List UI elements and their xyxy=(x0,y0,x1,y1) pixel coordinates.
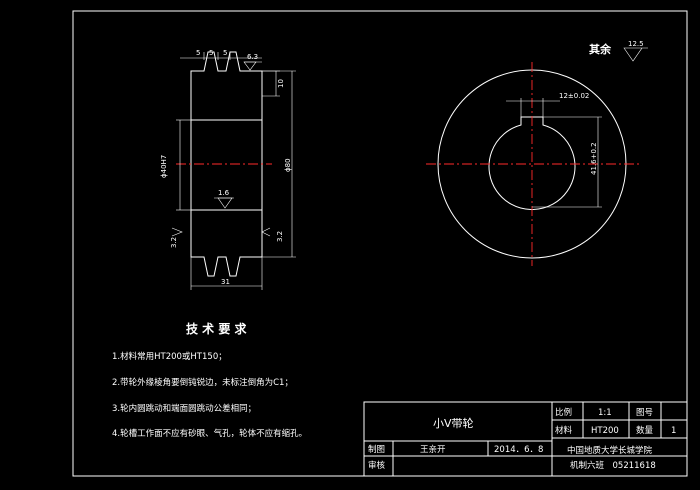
tech-req-heading: 技 术 要 求 xyxy=(186,321,248,336)
bottom-rim-section xyxy=(190,209,263,277)
dim-keyway-width: 12±0.02 xyxy=(559,92,589,100)
tb-quantity-value: 1 xyxy=(671,426,676,436)
tb-school-line-2: 机制六班 05211618 xyxy=(570,460,656,471)
section-view: 5 5 5 6.3 10 ϕ80 ϕ40H7 1.6 3.2 3.2 xyxy=(160,49,296,290)
tb-checked-label: 审核 xyxy=(368,460,386,471)
bore-with-keyway xyxy=(488,116,576,211)
tech-req-item-2: 2.带轮外缘棱角要倒钝锐边，未标注倒角为C1； xyxy=(112,377,293,388)
tb-material-value: HT200 xyxy=(591,426,619,436)
left-roughness-value: 3.2 xyxy=(170,237,178,248)
tb-quantity-label: 数量 xyxy=(636,425,654,436)
tb-drawn-label: 制图 xyxy=(368,444,385,455)
tb-school-line-1: 中国地质大学长城学院 xyxy=(567,445,653,456)
tb-date: 2014．6．8 xyxy=(494,445,543,455)
roughness-note-symbol xyxy=(623,47,648,62)
dim-bore-diameter: ϕ40H7 xyxy=(160,155,168,178)
hub-roughness-value: 1.6 xyxy=(218,189,230,197)
dim-groove-pitch-2: 5 xyxy=(209,49,213,57)
title-block: 小V带轮 比例 1:1 图号 材料 HT200 数量 1 制图 王亲开 2014… xyxy=(363,401,688,477)
dim-groove-depth: 10 xyxy=(277,79,285,88)
dim-keyway-depth: 41.6+0.2 xyxy=(590,142,598,175)
tb-scale-value: 1:1 xyxy=(598,408,612,418)
tech-req-item-4: 4.轮槽工作面不应有砂眼、气孔，轮体不应有缩孔。 xyxy=(112,428,307,439)
end-view: 12±0.02 41.6+0.2 xyxy=(426,62,640,266)
roughness-note-value: 12.5 xyxy=(628,40,644,48)
tb-material-label: 材料 xyxy=(555,425,573,436)
groove-roughness-symbol-value: 6.3 xyxy=(247,53,258,61)
tb-drawing-no-label: 图号 xyxy=(636,408,653,418)
tb-part-name: 小V带轮 xyxy=(433,416,474,430)
dim-outer-diameter: ϕ80 xyxy=(284,158,292,172)
tb-scale-label: 比例 xyxy=(555,407,572,418)
tech-req-item-3: 3.轮内圆跳动和端面圆跳动公差相同； xyxy=(112,403,256,414)
dim-width: 31 xyxy=(221,278,230,286)
roughness-note-label: 其余 xyxy=(589,42,612,56)
tech-req-item-1: 1.材料常用HT200或HT150； xyxy=(112,351,227,362)
dim-groove-pitch-3: 5 xyxy=(223,49,227,57)
dim-groove-pitch-1: 5 xyxy=(196,49,200,57)
right-roughness-value: 3.2 xyxy=(276,231,284,242)
tb-drawn-by: 王亲开 xyxy=(420,444,446,455)
